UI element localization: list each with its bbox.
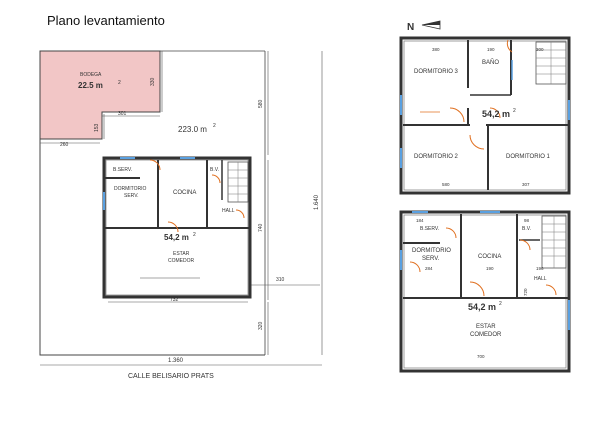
upper-dim-190: 190 [487,47,495,52]
ground-bserv-label: B.SERV. [420,226,439,232]
ground-bv-label: B.V. [522,226,531,232]
lot-boundary-left-bottom [39,139,265,356]
svg-text:2: 2 [513,108,516,114]
ground-dim-720: 720 [523,288,528,296]
site-dormserv-label-1: DORMITORIO [114,186,147,192]
dim-1640: 1.640 [314,194,320,210]
ground-dormserv-label-1: DORMITORIO [412,248,451,254]
upper-dorm3-label: DORMITORIO 3 [414,69,459,75]
site-dormserv-label-2: SERV. [124,193,138,199]
upper-dim-580: 580 [442,182,450,187]
upper-floor-plan [399,36,571,195]
ground-dim-700: 700 [477,354,485,359]
plan-title: Plano levantamiento [47,13,165,28]
ground-dim-196: 196 [536,266,544,271]
site-cocina-label: COCINA [173,190,196,196]
ground-dim-184: 184 [416,218,424,223]
dim-310: 310 [276,277,285,283]
site-bserv-label: B.SERV. [113,167,132,173]
upper-dorm2-label: DORMITORIO 2 [414,154,459,160]
upper-dim-380: 380 [432,47,440,52]
dim-732: 732 [170,297,179,303]
upper-area-label: 54,2 m [482,109,510,119]
site-estar-label: ESTAR [173,251,190,257]
dim-330: 330 [150,77,156,86]
dim-153: 153 [94,123,100,132]
street-label: CALLE BELISARIO PRATS [128,373,214,380]
ground-comedor-label: COMEDOR [470,332,502,338]
ground-dim-98: 98 [524,218,530,223]
upper-dim-300: 300 [536,47,544,52]
dim-740: 740 [258,223,264,232]
north-label: N [407,22,414,33]
bodega-area [39,50,161,140]
ground-dim-284: 284 [425,266,433,271]
dim-260: 260 [60,142,69,148]
ground-dim-190: 190 [486,266,494,271]
svg-text:2: 2 [193,232,196,238]
bodega-label: BODEGA [80,72,102,78]
lot-area-label: 223.0 m [178,125,207,134]
ground-dormserv-label-2: SERV. [422,256,440,262]
dim-320: 320 [258,321,264,330]
upper-bano-label: BAÑO [482,59,499,66]
ground-area-label: 54,2 m [468,302,496,312]
site-stair [227,161,249,203]
upper-dim-307: 307 [522,182,530,187]
dim-301: 301 [118,111,127,117]
ground-estar-label: ESTAR [476,324,496,330]
upper-dorm1-label: DORMITORIO 1 [506,154,551,160]
bodega-area-label: 22.5 m [78,81,103,90]
dim-580: 580 [258,99,264,108]
site-comedor-label: COMEDOR [168,258,195,264]
ground-cocina-label: COCINA [478,254,501,260]
site-bv-label: B.V. [210,167,219,173]
svg-text:2: 2 [213,123,216,129]
site-hall-label: HALL [222,208,235,214]
dim-1360: 1.360 [168,358,184,364]
ground-hall-label: HALL [534,276,547,282]
ground-floor-plan [399,210,571,373]
svg-text:2: 2 [118,80,121,86]
svg-text:2: 2 [499,301,502,307]
site-house-area-label: 54,2 m [164,233,189,242]
